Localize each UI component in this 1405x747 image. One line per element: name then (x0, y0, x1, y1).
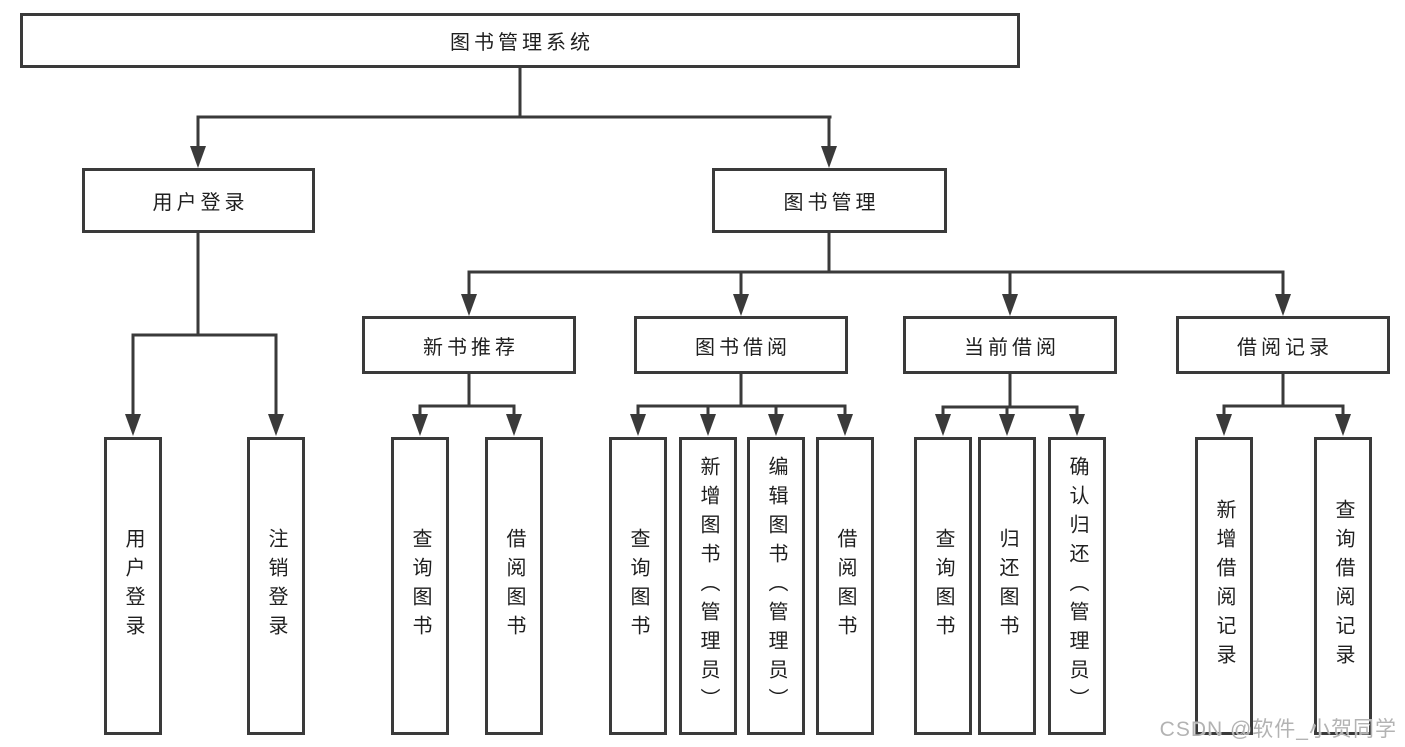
leaf-query-books-3: 查询图书 (914, 437, 972, 735)
leaf-borrow-books-1: 借阅图书 (485, 437, 543, 735)
leaf-query-books-1-label: 查询图书 (409, 528, 431, 644)
node-book-borrow: 图书借阅 (634, 316, 848, 374)
leaf-add-borrow-record-label: 新增借阅记录 (1213, 499, 1235, 673)
leaf-confirm-return-admin-label: 确认归还（管理员） (1066, 455, 1088, 717)
leaf-borrow-books-1-label: 借阅图书 (503, 528, 525, 644)
node-user-login-label: 用户登录 (152, 192, 249, 214)
leaf-logout-label: 注销登录 (265, 528, 287, 644)
leaf-edit-books-admin-label: 编辑图书（管理员） (765, 455, 787, 717)
node-book-management: 图书管理 (712, 168, 947, 233)
node-book-management-label: 图书管理 (783, 192, 880, 214)
leaf-user-login-label: 用户登录 (122, 528, 144, 644)
leaf-borrow-books-2-label: 借阅图书 (834, 528, 856, 644)
leaf-query-borrow-record-label: 查询借阅记录 (1332, 499, 1354, 673)
leaf-return-books: 归还图书 (978, 437, 1036, 735)
node-library-management-system: 图书管理系统 (20, 13, 1020, 68)
leaf-add-borrow-record: 新增借阅记录 (1195, 437, 1253, 735)
node-library-management-system-label: 图书管理系统 (450, 32, 594, 54)
leaf-query-books-2: 查询图书 (609, 437, 667, 735)
leaf-add-books-admin-label: 新增图书（管理员） (697, 455, 719, 717)
leaf-query-books-1: 查询图书 (391, 437, 449, 735)
leaf-logout: 注销登录 (247, 437, 305, 735)
leaf-confirm-return-admin: 确认归还（管理员） (1048, 437, 1106, 735)
leaf-query-books-2-label: 查询图书 (627, 528, 649, 644)
leaf-query-books-3-label: 查询图书 (932, 528, 954, 644)
leaf-user-login: 用户登录 (104, 437, 162, 735)
node-borrow-records-label: 借阅记录 (1237, 336, 1333, 359)
node-book-borrow-label: 图书借阅 (695, 336, 791, 359)
watermark: CSDN @软件_小贺同学 (1159, 718, 1397, 741)
node-current-borrow: 当前借阅 (903, 316, 1117, 374)
leaf-query-borrow-record: 查询借阅记录 (1314, 437, 1372, 735)
node-new-book-recommend: 新书推荐 (362, 316, 576, 374)
node-borrow-records: 借阅记录 (1176, 316, 1390, 374)
leaf-borrow-books-2: 借阅图书 (816, 437, 874, 735)
leaf-edit-books-admin: 编辑图书（管理员） (747, 437, 805, 735)
node-current-borrow-label: 当前借阅 (964, 336, 1060, 359)
leaf-return-books-label: 归还图书 (996, 528, 1018, 644)
leaf-add-books-admin: 新增图书（管理员） (679, 437, 737, 735)
node-user-login: 用户登录 (82, 168, 315, 233)
node-new-book-recommend-label: 新书推荐 (423, 336, 519, 359)
